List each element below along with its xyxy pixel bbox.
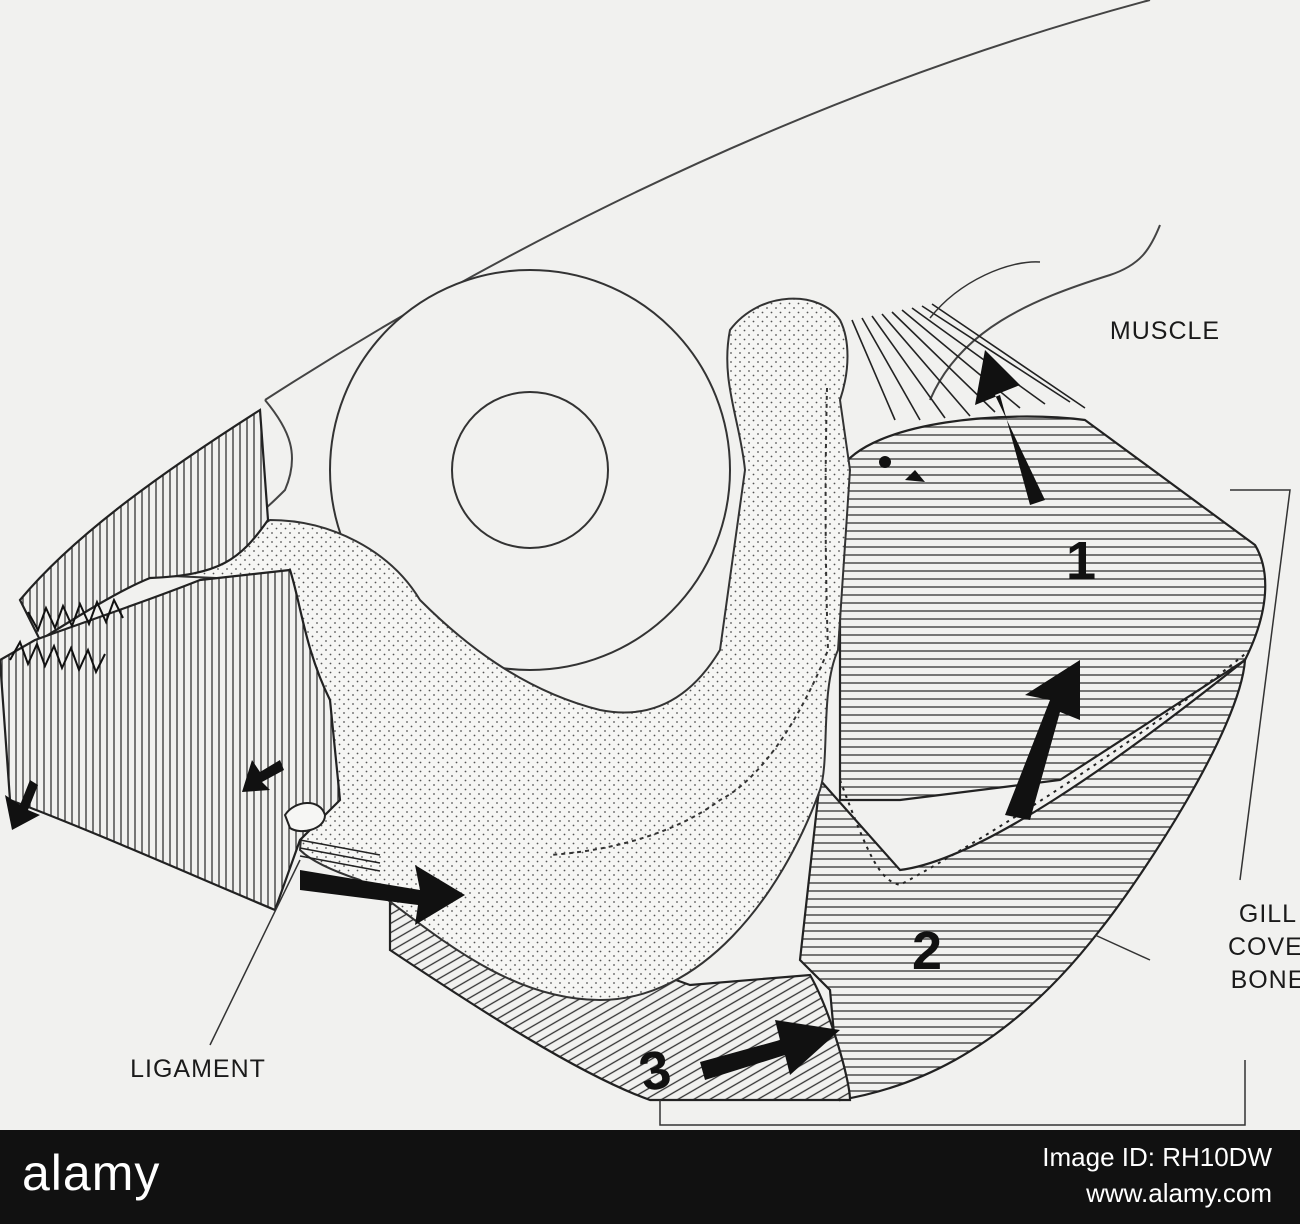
arrow-jaw-back — [242, 760, 284, 792]
gill-pointer — [1094, 934, 1151, 961]
pivot-mark — [905, 470, 925, 482]
gill-cover-bone-label: GILL COVER BONE — [1228, 898, 1300, 997]
arrows — [5, 350, 1080, 1080]
fish-head-diagram — [0, 0, 1291, 1126]
suture-line — [839, 649, 1251, 887]
lower-teeth — [9, 639, 106, 675]
arrow-bone-3 — [700, 1020, 840, 1080]
dorsal-outline — [929, 224, 1161, 401]
gill-label-line-3: BONE — [1230, 966, 1300, 994]
arrow-bone-2-left — [300, 865, 465, 925]
bone-number-2: 2 — [912, 921, 943, 981]
gill-bracket-right — [1230, 489, 1291, 881]
upper-jaw — [18, 408, 270, 642]
head-outline — [264, 0, 1151, 401]
gill-cover-bone-2 — [798, 657, 1247, 1102]
gill-cover-bone-1 — [838, 415, 1267, 802]
muscle-fibers — [851, 303, 1086, 421]
muscle-label: MUSCLE — [1109, 317, 1221, 345]
ligament-pointer — [209, 859, 301, 1046]
upper-teeth — [27, 597, 124, 633]
jaw-joint — [283, 802, 327, 833]
ligament-fibers — [299, 839, 381, 872]
gill-bracket-bottom — [659, 1060, 1246, 1126]
ligament-label: LIGAMENT — [130, 1055, 266, 1083]
arrow-jaw-down — [5, 780, 40, 830]
muscle-pointer — [929, 261, 1041, 319]
arrow-muscle — [975, 350, 1045, 505]
pivot-dot — [879, 456, 891, 468]
watermark-url: www.alamy.com — [1086, 1178, 1272, 1208]
preopercle-edge — [549, 387, 830, 856]
bone-number-1: 1 — [1066, 531, 1097, 591]
arrow-bone-1 — [1005, 660, 1080, 820]
eye-inner — [451, 391, 609, 549]
watermark-logo: alamy — [22, 1145, 161, 1201]
gill-label-line-1: GILL — [1238, 900, 1298, 928]
watermark-bar: alamy Image ID: RH10DW www.alamy.com — [0, 1130, 1300, 1224]
gill-label-line-2: COVER — [1228, 933, 1300, 961]
watermark-image-id: Image ID: RH10DW — [1042, 1142, 1272, 1172]
